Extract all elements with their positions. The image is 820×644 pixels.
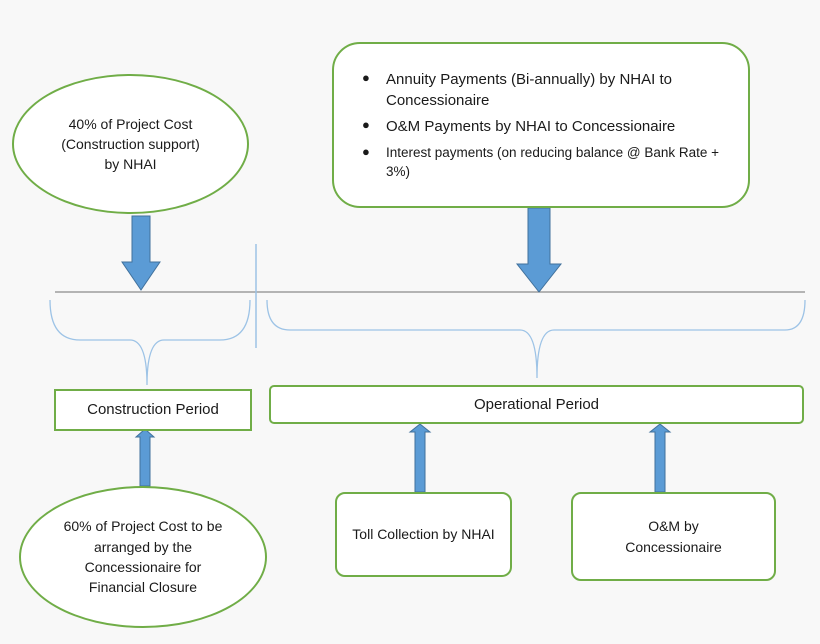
up-arrow-om	[648, 423, 672, 493]
bullet-icon: ●	[362, 117, 370, 133]
operational-payments-list: ● Annuity Payments (Bi-annually) by NHAI…	[362, 69, 732, 181]
operational-period-box: Operational Period	[269, 385, 804, 424]
om-concessionaire-node: O&M by Concessionaire	[571, 492, 776, 581]
toll-collection-text: Toll Collection by NHAI	[352, 526, 495, 543]
bullet-icon: ●	[362, 143, 370, 159]
concessionaire-funding-text: 60% of Project Cost to be arranged by th…	[63, 518, 223, 596]
up-arrow-toll-collection	[408, 423, 432, 493]
payment-item: ● Interest payments (on reducing balance…	[362, 143, 720, 179]
concessionaire-funding-node: 60% of Project Cost to be arranged by th…	[19, 486, 267, 628]
construction-support-text: 40% of Project Cost (Construction suppor…	[61, 115, 200, 173]
payment-item: ● Annuity Payments (Bi-annually) by NHAI…	[362, 69, 672, 110]
construction-support-node: 40% of Project Cost (Construction suppor…	[12, 74, 249, 214]
up-arrow-funding	[134, 428, 156, 487]
payment-item: ● O&M Payments by NHAI to Concessionaire	[362, 117, 676, 136]
toll-collection-node: Toll Collection by NHAI	[335, 492, 512, 577]
operational-period-label: Operational Period	[473, 395, 600, 413]
construction-period-box: Construction Period	[54, 389, 252, 431]
bullet-icon: ●	[362, 69, 370, 85]
operational-payments-node: ● Annuity Payments (Bi-annually) by NHAI…	[332, 42, 750, 208]
om-concessionaire-text: O&M by Concessionaire	[625, 518, 722, 555]
down-arrow-operational-payments	[515, 207, 563, 293]
construction-period-label: Construction Period	[87, 401, 219, 419]
construction-brace	[49, 299, 251, 386]
down-arrow-construction-support	[121, 215, 161, 291]
operational-brace	[266, 299, 806, 379]
